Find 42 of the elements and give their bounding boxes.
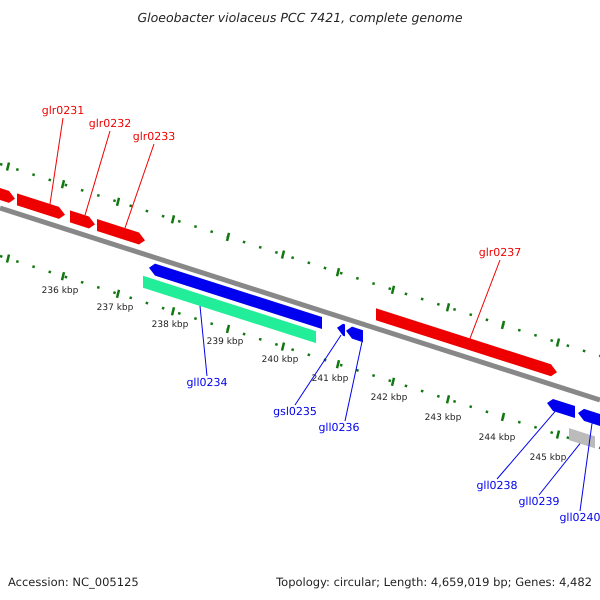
scale-label: 241 kbp [312,373,348,386]
leader-line [84,130,110,216]
gene-block [578,408,600,428]
scale-label: 239 kbp [206,336,244,349]
gene-block [337,324,345,336]
feature-bar [569,428,595,448]
diagram-title: Gloeobacter violaceus PCC 7421, complete genome [137,11,463,25]
gene-block [17,193,65,219]
gene-block [97,219,145,244]
scale-label: 242 kbp [370,392,408,405]
gene-block [547,399,575,418]
leader-line [344,341,362,422]
leader-line [294,334,342,406]
gene-label: glr0237 [478,246,522,260]
leader-line [580,422,592,512]
gene-block [376,308,557,376]
gene-label: gll0240 [559,511,600,525]
leader-line [200,306,208,376]
leader-line [50,118,64,204]
gene-label: gll0238 [476,479,518,493]
scale-label: 236 kbp [42,285,78,298]
gene-label: gll0239 [518,495,560,509]
leader-line [538,443,580,496]
scale-label: 245 kbp [530,452,566,465]
leader-line [496,411,556,480]
gene-label: glr0232 [88,117,132,131]
leader-line [124,144,154,228]
gene-label: gll0234 [186,376,228,390]
gene-block [70,210,95,228]
footer-text: Accession: NC_005125 [8,575,139,589]
gene-block [149,264,322,329]
scale-label: 237 kbp [96,302,134,315]
gene-label: glr0233 [132,130,176,144]
scale-label: 240 kbp [262,354,298,367]
leader-line [470,260,500,339]
gene-label: gll0236 [318,421,360,435]
scale-label: 238 kbp [152,319,188,332]
gene-label: gsl0235 [273,405,317,419]
scale-label: 244 kbp [478,432,516,445]
scale-label: 243 kbp [424,412,462,425]
gene-label: glr0231 [42,104,84,118]
footer-text: Topology: circular; Length: 4,659,019 bp; Genes: 4,482 [276,575,592,589]
